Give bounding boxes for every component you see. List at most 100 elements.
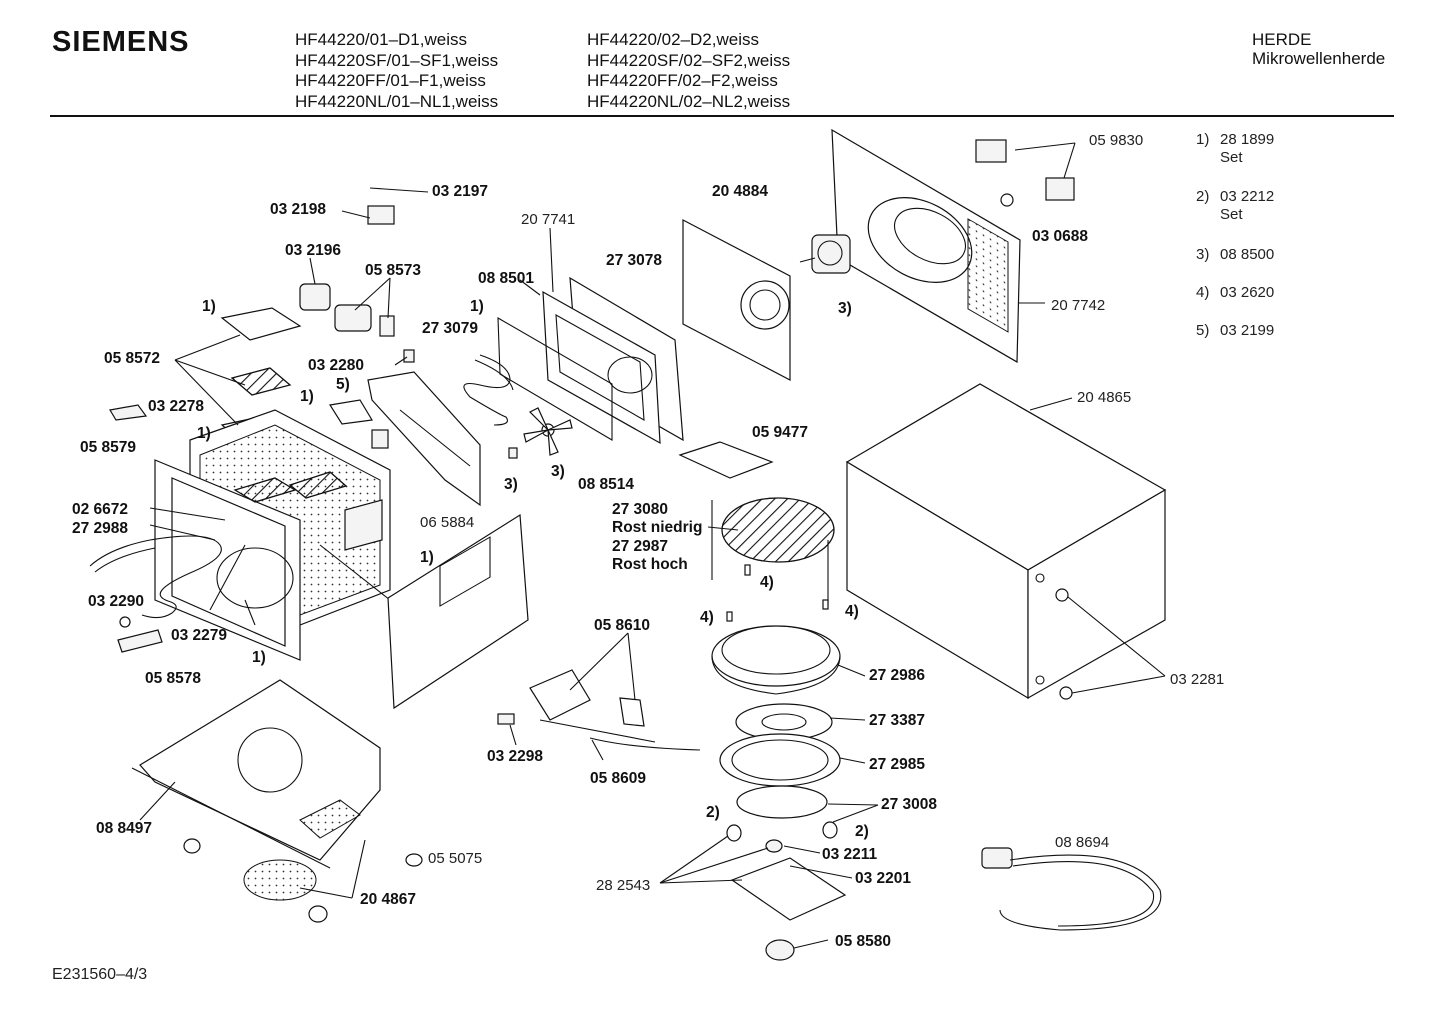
part-label-rost-hoch: Rost hoch (612, 556, 688, 573)
part-label-032196: 03 2196 (285, 242, 342, 259)
part-label-set-1: 1) (252, 649, 266, 666)
part-label-rost-niedrig: Rost niedrig (612, 519, 703, 536)
part-label-032201: 03 2201 (855, 870, 912, 887)
part-label-272987: 27 2987 (612, 538, 669, 555)
part-label-set-4: 4) (760, 574, 774, 591)
model-item: HF44220SF/01–SF1,weiss (295, 50, 499, 70)
motor-drawing (799, 139, 1076, 274)
door-frame-drawing (497, 276, 684, 445)
legend-code: 08 8500 (1220, 246, 1275, 263)
header-divider (50, 115, 1394, 117)
part-label-set-3: 3) (838, 300, 852, 317)
oven-cavity-drawing (154, 409, 391, 661)
power-cord-drawing (981, 847, 1162, 931)
part-label-032197: 03 2197 (432, 183, 489, 200)
legend-note: Set (1220, 149, 1243, 166)
legend-item: 5) 03 2199 (1196, 322, 1274, 340)
legend-num: 5) (1196, 322, 1210, 339)
part-label-058610: 05 8610 (594, 617, 651, 634)
part-label-059830: 05 9830 (1089, 132, 1144, 149)
part-label-055075: 05 5075 (428, 850, 483, 867)
heater-element-drawing (463, 354, 514, 426)
part-label-273079: 27 3079 (422, 320, 479, 337)
grill-heater-drawing (89, 535, 222, 619)
category-block: HERDE Mikrowellenherde (1252, 30, 1385, 68)
leader-lines (139, 210, 1166, 949)
model-list-right: HF44220/02–D2,weiss HF44220SF/02–SF2,wei… (587, 30, 790, 112)
turntable-drawing (711, 625, 847, 961)
part-label-set-2: 2) (706, 804, 720, 821)
legend-item: 3) 08 8500 (1196, 246, 1274, 264)
part-label-207742: 20 7742 (1051, 297, 1106, 314)
brand-logo: SIEMENS (52, 26, 190, 58)
part-label-set-1: 1) (470, 298, 484, 315)
part-label-032280: 03 2280 (308, 357, 365, 374)
side-panel-drawing (387, 513, 529, 710)
part-label-207741: 20 7741 (521, 211, 576, 228)
legend-num: 1) (1196, 131, 1210, 148)
legend-num: 2) (1196, 188, 1210, 205)
part-label-032278: 03 2278 (148, 398, 205, 415)
part-label-032281: 03 2281 (1170, 671, 1225, 688)
document-id: E231560–4/3 (52, 966, 148, 983)
part-label-065884: 06 5884 (420, 514, 475, 531)
part-label-273008: 27 3008 (881, 796, 938, 813)
category-subtitle: Mikrowellenherde (1252, 49, 1386, 68)
legend-item: 2) 03 2212 Set (1196, 188, 1274, 224)
part-label-058573: 05 8573 (365, 262, 422, 279)
part-label-273387: 27 3387 (869, 712, 926, 729)
part-label-set-1: 1) (420, 549, 434, 566)
part-label-set-5: 5) (336, 376, 350, 393)
legend-note: Set (1220, 206, 1243, 223)
waveguide-drawing (329, 371, 481, 507)
base-plate-drawing (131, 679, 423, 923)
part-label-204867: 20 4867 (360, 891, 417, 908)
outer-casing-drawing (845, 383, 1167, 700)
part-label-032298: 03 2298 (487, 748, 544, 765)
bracket-drawing (678, 441, 774, 479)
model-list-left: HF44220/01–D1,weiss HF44220SF/01–SF1,wei… (295, 30, 498, 112)
legend-num: 3) (1196, 246, 1210, 263)
part-label-032279: 03 2279 (171, 627, 228, 644)
fan-drawing (508, 407, 573, 459)
model-item: HF44220FF/01–F1,weiss (295, 71, 486, 90)
part-label-204865: 20 4865 (1077, 389, 1132, 406)
part-label-088694: 08 8694 (1055, 834, 1110, 851)
legend-code: 03 2620 (1220, 284, 1275, 301)
part-label-set-1: 1) (197, 425, 211, 442)
part-label-set-3: 3) (504, 476, 518, 493)
model-item: HF44220NL/01–NL1,weiss (295, 91, 499, 111)
part-label-set-2: 2) (855, 823, 869, 840)
part-label-272985: 27 2985 (869, 756, 926, 773)
part-label-set-3: 3) (551, 463, 565, 480)
part-label-set-4: 4) (845, 603, 859, 620)
part-label-058609: 05 8609 (590, 770, 647, 787)
part-label-282543: 28 2543 (596, 877, 651, 894)
part-label-032198: 03 2198 (270, 201, 327, 218)
part-label-272986: 27 2986 (869, 667, 926, 684)
legend-num: 4) (1196, 284, 1210, 301)
legend-item: 1)28 1899 Set (1196, 131, 1274, 167)
part-label-204884: 20 4884 (712, 183, 769, 200)
cover-panel-drawing (682, 219, 791, 381)
part-label-026672: 02 6672 (72, 501, 129, 518)
part-label-059477: 05 9477 (752, 424, 809, 441)
legend-item: 4) 03 2620 (1196, 284, 1274, 302)
part-label-088514: 08 8514 (578, 476, 635, 493)
small-parts-drawing (117, 544, 391, 653)
part-label-set-1: 1) (202, 298, 216, 315)
part-label-058579: 05 8579 (80, 439, 137, 456)
rack-drawing (711, 497, 835, 622)
part-label-030688: 03 0688 (1032, 228, 1089, 245)
part-label-273080: 27 3080 (612, 501, 669, 518)
part-label-058580: 05 8580 (835, 933, 892, 950)
model-item: HF44220NL/02–NL2,weiss (587, 91, 791, 111)
part-label-058572: 05 8572 (104, 350, 161, 367)
legend-code: 03 2199 (1220, 322, 1275, 339)
model-item: HF44220/02–D2,weiss (587, 30, 759, 49)
legend-code: 03 2212 (1220, 188, 1275, 205)
model-item: HF44220FF/02–F2,weiss (587, 71, 778, 90)
model-item: HF44220/01–D1,weiss (295, 30, 467, 49)
part-label-272988: 27 2988 (72, 520, 129, 537)
